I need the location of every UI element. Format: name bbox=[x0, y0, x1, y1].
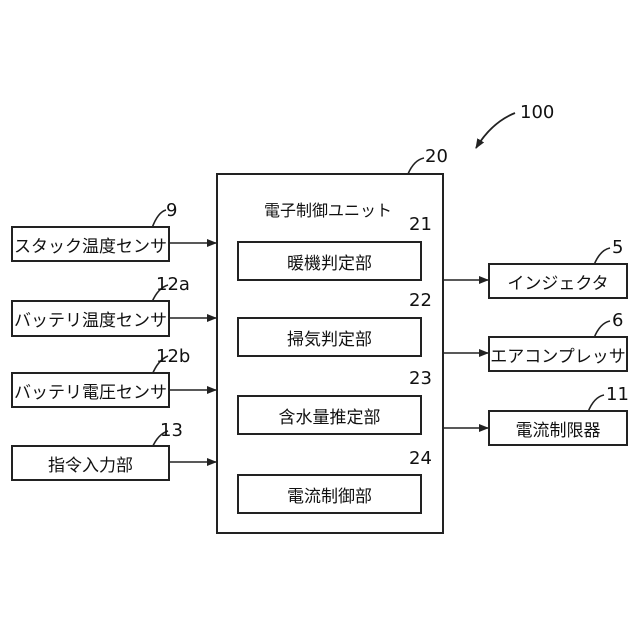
output-box-current-limiter: 電流制限器 bbox=[488, 410, 628, 446]
module-ref-22: 22 bbox=[409, 292, 432, 310]
output-ref-6: 6 bbox=[612, 312, 623, 330]
module-box-current-control: 電流制御部 bbox=[237, 474, 422, 514]
output-box-injector: インジェクタ bbox=[488, 263, 628, 299]
leader-20 bbox=[408, 158, 424, 174]
input-ref-13: 13 bbox=[160, 422, 183, 440]
input-ref-12b: 12b bbox=[156, 348, 190, 366]
input-box-stack-temp: スタック温度センサ bbox=[11, 226, 170, 262]
output-box-air-compressor: エアコンプレッサ bbox=[488, 336, 628, 372]
ecu-title: 電子制御ユニット bbox=[264, 197, 392, 221]
module-box-scavenge: 掃気判定部 bbox=[237, 317, 422, 357]
module-box-water-estimate: 含水量推定部 bbox=[237, 395, 422, 435]
output-ref-11: 11 bbox=[606, 386, 629, 404]
system-ref-label: 100 bbox=[520, 104, 554, 122]
input-box-battery-voltage: バッテリ電圧センサ bbox=[11, 372, 170, 408]
input-box-battery-temp: バッテリ温度センサ bbox=[11, 300, 170, 337]
system-ref-arrow bbox=[476, 113, 515, 148]
module-ref-23: 23 bbox=[409, 370, 432, 388]
module-ref-21: 21 bbox=[409, 216, 432, 234]
module-box-warmup: 暖機判定部 bbox=[237, 241, 422, 281]
input-box-command: 指令入力部 bbox=[11, 445, 170, 481]
ecu-ref-label: 20 bbox=[425, 148, 448, 166]
input-ref-9: 9 bbox=[166, 202, 177, 220]
output-ref-5: 5 bbox=[612, 239, 623, 257]
input-ref-12a: 12a bbox=[156, 276, 190, 294]
module-ref-24: 24 bbox=[409, 450, 432, 468]
